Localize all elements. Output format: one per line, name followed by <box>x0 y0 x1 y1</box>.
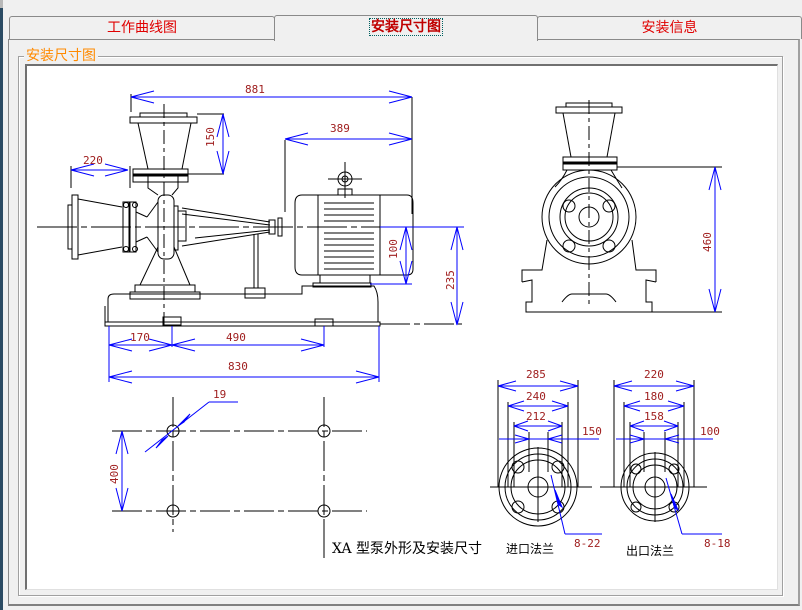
side-view <box>37 97 462 327</box>
dim-base-seg-1: 170 <box>130 331 150 344</box>
side-view-dimensions <box>70 90 464 384</box>
front-view <box>521 100 657 313</box>
dim-inlet-nominal-dia: 150 <box>582 425 602 438</box>
dim-overall-length: 881 <box>245 83 265 96</box>
dimension-drawing: 881 389 220 150 100 235 170 490 830 19 4… <box>37 83 731 558</box>
dim-bolt-hole-dia: 19 <box>213 388 226 401</box>
group-box <box>18 56 783 596</box>
bolt-hole <box>317 424 331 438</box>
dim-center-height: 460 <box>701 232 714 252</box>
bolt-hole <box>166 424 180 438</box>
outlet-flange-dimensions <box>613 380 722 535</box>
dim-outlet-bolts: 8-18 <box>704 537 731 550</box>
window-edge <box>0 0 3 610</box>
dim-outlet-nominal-dia: 100 <box>700 425 720 438</box>
tab-installation-info[interactable]: 安装信息 <box>537 16 802 39</box>
dim-outlet-height: 150 <box>204 127 217 147</box>
drawing-caption: XA 型泵外形及安装尺寸 <box>332 541 482 557</box>
dim-base-seg-2: 490 <box>226 331 246 344</box>
inlet-flange-label: 进口法兰 <box>506 542 554 556</box>
bolt-hole <box>166 504 180 518</box>
bolt-hole <box>317 504 331 518</box>
foundation-plan <box>112 397 367 532</box>
dim-bolt-spacing: 400 <box>108 464 121 484</box>
dim-inlet-raised-face: 212 <box>526 410 546 423</box>
tab-performance-curve[interactable]: 工作曲线图 <box>9 16 275 39</box>
drawing-canvas: 881 389 220 150 100 235 170 490 830 19 4… <box>25 64 778 590</box>
dim-inlet-outer-dia: 285 <box>526 368 546 381</box>
dim-outlet-raised-face: 158 <box>644 410 664 423</box>
dim-motor-length: 389 <box>330 122 350 135</box>
dim-inlet-bolt-circle: 240 <box>526 390 546 403</box>
outlet-flange-label: 出口法兰 <box>626 544 674 558</box>
dim-inlet-length: 220 <box>83 154 103 167</box>
outlet-flange-view <box>600 380 707 522</box>
dim-motor-center-offset: 100 <box>387 239 400 259</box>
inlet-flange-dimensions <box>497 380 602 535</box>
tab-installation-dimensions[interactable]: 安装尺寸图 <box>274 15 538 41</box>
dim-outlet-outer-dia: 220 <box>644 368 664 381</box>
group-title: 安装尺寸图 <box>24 47 98 65</box>
tab-label: 安装信息 <box>641 20 698 36</box>
dim-outlet-bolt-circle: 180 <box>644 390 664 403</box>
tab-bar: 工作曲线图 安装尺寸图 安装信息 <box>9 15 802 41</box>
dim-base-length: 830 <box>228 360 248 373</box>
dim-shaft-height: 235 <box>444 270 457 290</box>
dim-inlet-bolts: 8-22 <box>574 537 601 550</box>
tab-label: 安装尺寸图 <box>369 18 443 36</box>
front-view-dimensions <box>617 166 722 313</box>
window-edge-top <box>0 0 3 8</box>
tab-label: 工作曲线图 <box>107 20 177 36</box>
foundation-dimensions <box>115 401 238 512</box>
